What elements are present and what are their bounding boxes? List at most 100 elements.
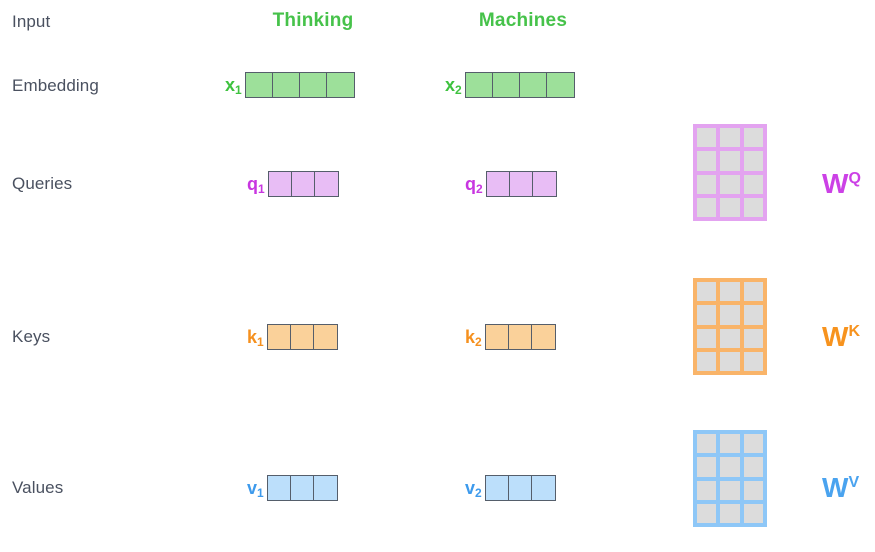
vector-cells-x1 bbox=[244, 72, 355, 98]
matrix-cell bbox=[720, 480, 740, 500]
matrix-cell bbox=[743, 434, 763, 454]
key-vector-k1: k1 bbox=[247, 324, 338, 350]
matrix-cell bbox=[697, 457, 717, 477]
vector-cell bbox=[313, 325, 337, 349]
vector-cell bbox=[531, 325, 555, 349]
vector-symbol-v2: v bbox=[465, 478, 476, 498]
matrix-cell bbox=[720, 128, 740, 148]
vector-cells-v2 bbox=[484, 475, 556, 501]
vector-cell bbox=[486, 172, 510, 196]
vector-cell bbox=[326, 73, 354, 97]
vector-label-v1: v1 bbox=[247, 478, 264, 500]
vector-subscript-x2: 2 bbox=[455, 83, 462, 97]
vector-symbol-q1: q bbox=[247, 174, 258, 194]
vector-cell bbox=[290, 325, 314, 349]
weight-matrix-wq bbox=[693, 124, 767, 221]
vector-cell bbox=[532, 172, 556, 196]
matrix-cell bbox=[720, 282, 740, 302]
matrix-cell bbox=[743, 480, 763, 500]
vector-subscript-v1: 1 bbox=[257, 486, 264, 500]
vector-cell bbox=[485, 325, 509, 349]
row-label-embedding: Embedding bbox=[12, 76, 99, 95]
vector-cell bbox=[508, 325, 532, 349]
weight-label-wq: WQ bbox=[822, 170, 861, 198]
matrix-cell bbox=[720, 328, 740, 348]
weight-label-sup-wv: V bbox=[848, 474, 860, 491]
vector-label-k2: k2 bbox=[465, 327, 482, 349]
matrix-cell bbox=[720, 434, 740, 454]
vector-cell bbox=[313, 476, 337, 500]
vector-label-k1: k1 bbox=[247, 327, 264, 348]
matrix-cell bbox=[697, 305, 717, 325]
vector-label-v2: v2 bbox=[465, 478, 482, 500]
vector-label-x1: x1 bbox=[225, 75, 242, 97]
weight-label-sup-wq: Q bbox=[848, 170, 861, 187]
token-header-thinking: Thinking bbox=[272, 10, 354, 31]
vector-cell bbox=[290, 476, 314, 500]
matrix-cell bbox=[743, 151, 763, 171]
matrix-cell bbox=[743, 197, 763, 217]
vector-cells-k2 bbox=[484, 324, 556, 350]
matrix-cell bbox=[697, 128, 717, 148]
vector-label-q2: q2 bbox=[465, 174, 483, 196]
weight-label-base-wk: W bbox=[822, 321, 849, 352]
vector-cell bbox=[546, 73, 574, 97]
vector-cell bbox=[519, 73, 547, 97]
vector-cell bbox=[267, 476, 291, 500]
vector-symbol-q2: q bbox=[465, 174, 476, 194]
vector-cells-v1 bbox=[266, 475, 338, 501]
vector-symbol-v1: v bbox=[247, 478, 258, 498]
matrix-cell bbox=[697, 351, 717, 371]
embedding-vector-x1: x1 bbox=[225, 72, 355, 98]
vector-cells-x2 bbox=[464, 72, 575, 98]
vector-cell bbox=[531, 476, 555, 500]
vector-subscript-k2: 2 bbox=[475, 335, 482, 349]
vector-cells-q2 bbox=[485, 171, 557, 197]
vector-cell bbox=[492, 73, 520, 97]
matrix-cell bbox=[697, 282, 717, 302]
weight-label-wk: WK bbox=[822, 323, 860, 351]
matrix-cell bbox=[743, 503, 763, 523]
vector-cells-k1 bbox=[266, 324, 338, 350]
matrix-cell bbox=[697, 480, 717, 500]
matrix-cell bbox=[720, 197, 740, 217]
matrix-cell bbox=[743, 174, 763, 194]
row-label-keys: Keys bbox=[12, 327, 51, 346]
matrix-cell bbox=[720, 305, 740, 325]
vector-cell bbox=[314, 172, 338, 196]
vector-symbol-x1: x bbox=[225, 75, 236, 95]
vector-cell bbox=[465, 73, 493, 97]
matrix-cell bbox=[743, 457, 763, 477]
token-header-machines: Machines bbox=[478, 10, 568, 31]
matrix-cell bbox=[743, 305, 763, 325]
matrix-cell bbox=[743, 282, 763, 302]
vector-symbol-k1: k bbox=[247, 327, 258, 347]
matrix-cell bbox=[697, 503, 717, 523]
embedding-vector-x2: x2 bbox=[445, 72, 575, 98]
matrix-cell bbox=[697, 174, 717, 194]
vector-subscript-v2: 2 bbox=[475, 486, 482, 500]
matrix-cell bbox=[697, 328, 717, 348]
weight-matrix-wv bbox=[693, 430, 767, 527]
vector-symbol-x2: x bbox=[445, 75, 456, 95]
matrix-cell bbox=[720, 351, 740, 371]
matrix-cell bbox=[697, 151, 717, 171]
weight-label-base-wv: W bbox=[822, 472, 849, 503]
weight-label-wv: WV bbox=[822, 474, 859, 502]
weight-label-sup-wk: K bbox=[848, 323, 860, 340]
matrix-cell bbox=[743, 328, 763, 348]
row-label-values: Values bbox=[12, 478, 64, 497]
vector-subscript-q2: 2 bbox=[476, 182, 483, 196]
matrix-cell bbox=[743, 351, 763, 371]
vector-symbol-k2: k bbox=[465, 327, 476, 347]
matrix-cell bbox=[697, 434, 717, 454]
weight-label-base-wq: W bbox=[822, 168, 849, 199]
matrix-cell bbox=[720, 151, 740, 171]
matrix-cell bbox=[720, 503, 740, 523]
matrix-cell bbox=[720, 174, 740, 194]
vector-subscript-x1: 1 bbox=[235, 83, 242, 97]
weight-matrix-wk bbox=[693, 278, 767, 375]
matrix-cell bbox=[720, 457, 740, 477]
value-vector-v2: v2 bbox=[465, 475, 556, 501]
